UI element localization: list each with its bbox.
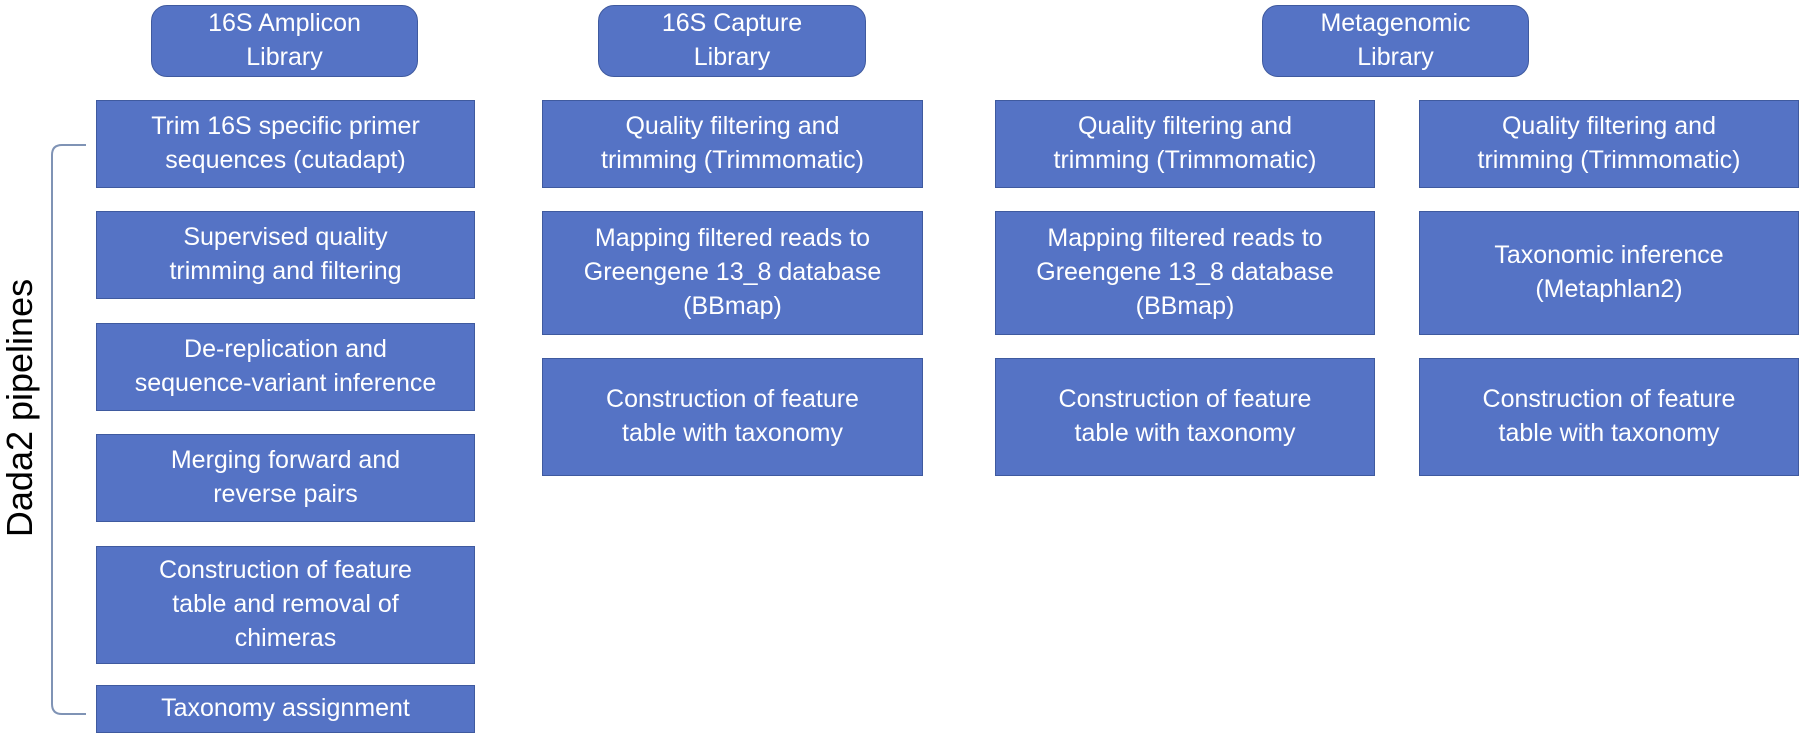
- meta-mapping-quality-filtering: Quality filtering and trimming (Trimmoma…: [995, 100, 1375, 188]
- step-dereplication: De-replication and sequence-variant infe…: [96, 323, 475, 411]
- step-merging-pairs: Merging forward and reverse pairs: [96, 434, 475, 522]
- dada2-pipelines-label: Dada2 pipelines: [0, 278, 40, 538]
- step-feature-table-chimeras: Construction of feature table and remova…: [96, 546, 475, 664]
- capture-quality-filtering: Quality filtering and trimming (Trimmoma…: [542, 100, 923, 188]
- step-trim-primers: Trim 16S specific primer sequences (cuta…: [96, 100, 475, 188]
- meta-mapping-feature-table: Construction of feature table with taxon…: [995, 358, 1375, 476]
- header-metagenomic: Metagenomic Library: [1262, 5, 1529, 77]
- meta-metaphlan-feature-table: Construction of feature table with taxon…: [1419, 358, 1799, 476]
- meta-metaphlan-quality-filtering: Quality filtering and trimming (Trimmoma…: [1419, 100, 1799, 188]
- header-16s-capture: 16S Capture Library: [598, 5, 866, 77]
- meta-mapping-greengene: Mapping filtered reads to Greengene 13_8…: [995, 211, 1375, 335]
- header-16s-amplicon: 16S Amplicon Library: [151, 5, 418, 77]
- capture-mapping-greengene: Mapping filtered reads to Greengene 13_8…: [542, 211, 923, 335]
- capture-feature-table: Construction of feature table with taxon…: [542, 358, 923, 476]
- side-label-text: Dada2 pipelines: [0, 278, 40, 538]
- meta-taxonomic-inference: Taxonomic inference (Metaphlan2): [1419, 211, 1799, 335]
- step-taxonomy-assignment: Taxonomy assignment: [96, 685, 475, 733]
- step-supervised-quality-trimming: Supervised quality trimming and filterin…: [96, 211, 475, 299]
